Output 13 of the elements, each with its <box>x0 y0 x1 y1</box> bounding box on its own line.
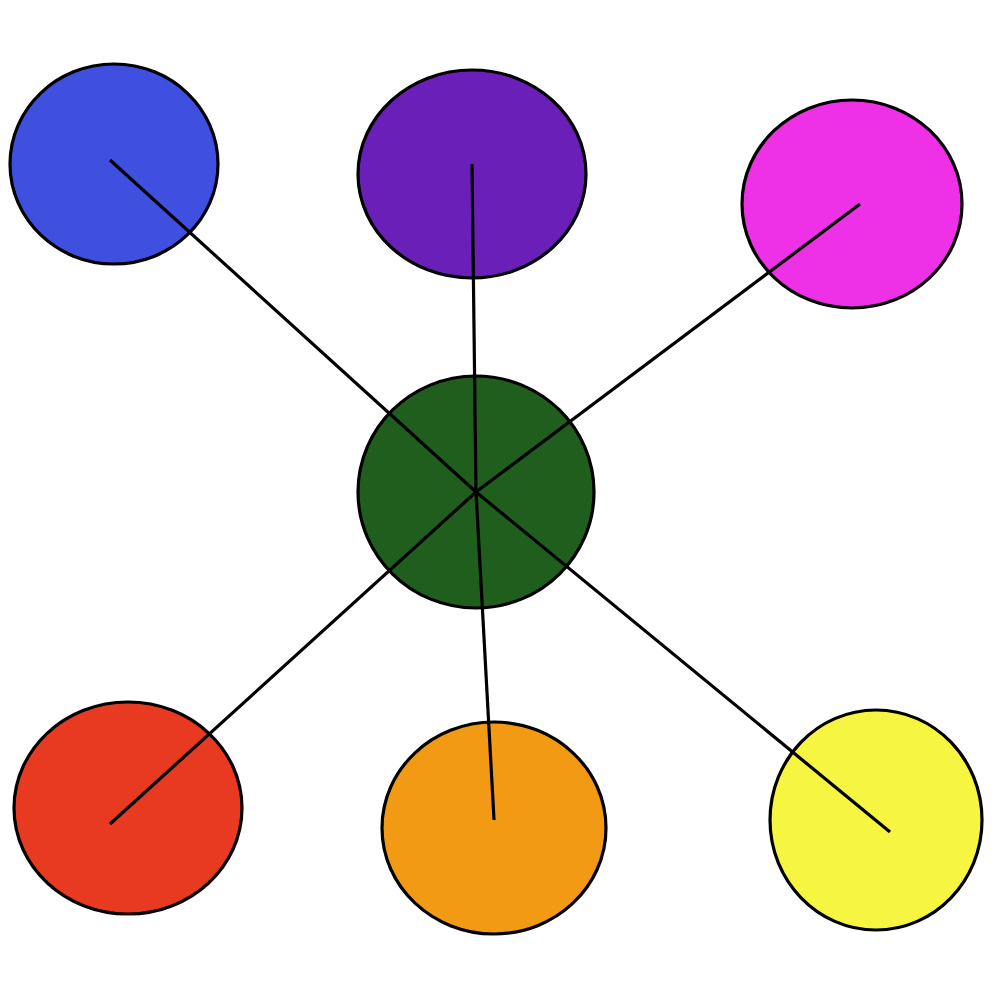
circle <box>12 700 244 916</box>
line <box>470 164 478 493</box>
circle <box>356 68 588 280</box>
line <box>108 158 478 494</box>
circle <box>8 62 220 266</box>
line <box>475 202 861 494</box>
circle <box>380 720 608 936</box>
circle <box>356 374 596 610</box>
line <box>474 491 496 821</box>
line <box>108 490 478 826</box>
circle <box>768 708 984 932</box>
line <box>475 490 892 834</box>
circle <box>740 98 964 310</box>
